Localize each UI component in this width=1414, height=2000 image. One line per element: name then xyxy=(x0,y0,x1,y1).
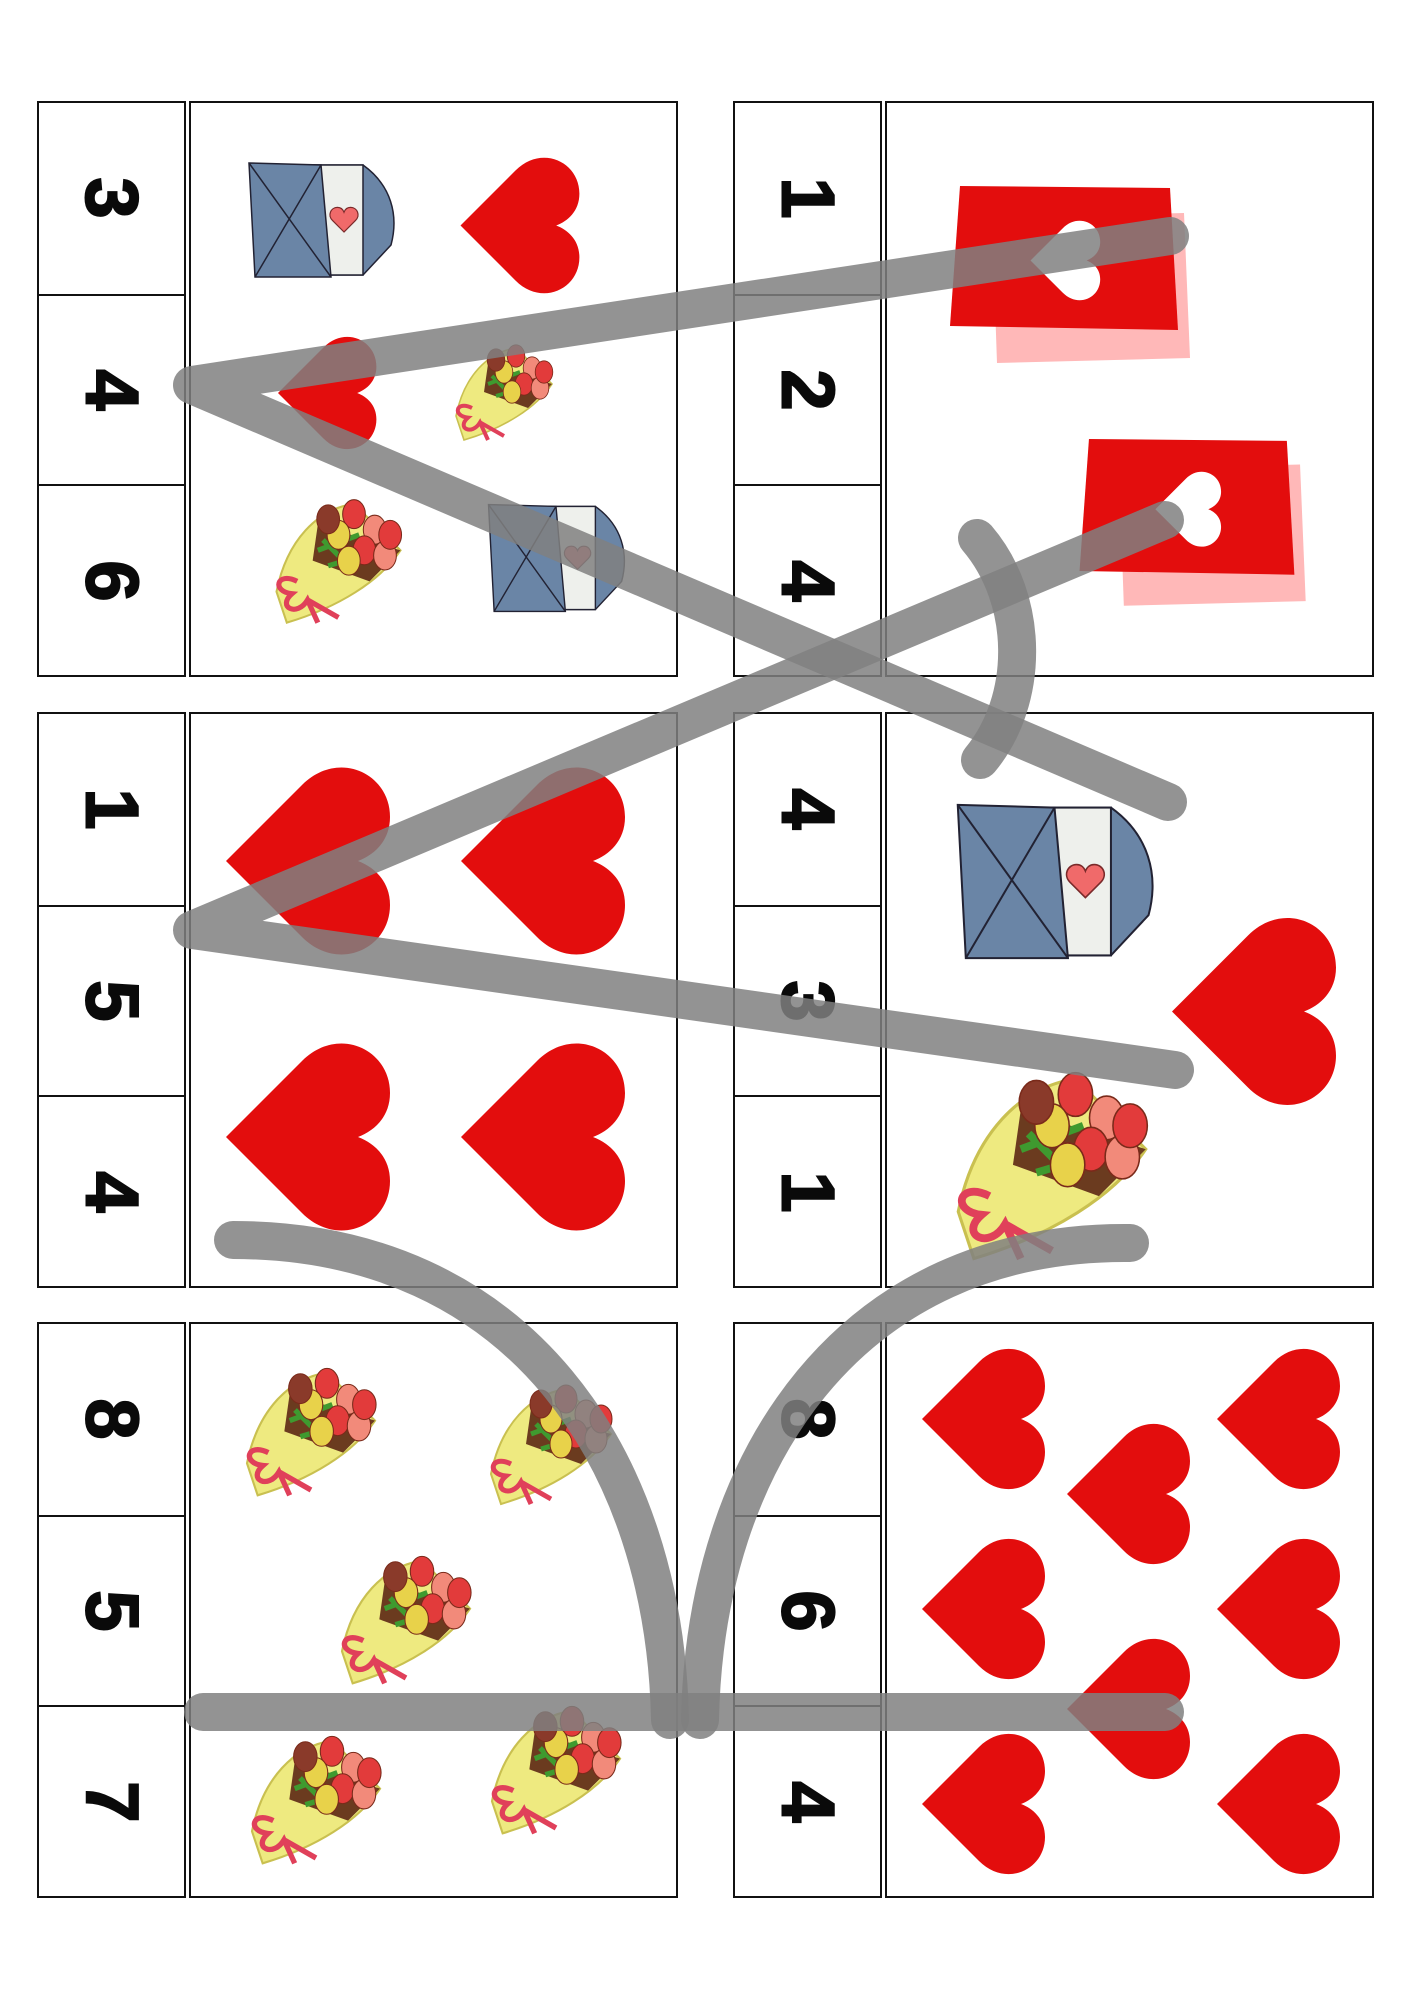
number-column: 1 2 4 xyxy=(733,101,882,677)
heart-icon xyxy=(1052,1419,1202,1569)
number-option[interactable]: 8 xyxy=(39,1324,184,1515)
card-middle-left: 1 5 4 xyxy=(37,712,678,1288)
number-label: 3 xyxy=(70,177,155,220)
number-label: 4 xyxy=(766,1780,851,1823)
heart-icon xyxy=(907,1729,1057,1879)
number-option[interactable]: 8 xyxy=(735,1324,880,1515)
number-option[interactable]: 5 xyxy=(39,904,184,1096)
number-label: 8 xyxy=(70,1398,155,1441)
picture-area xyxy=(189,712,678,1288)
number-option[interactable]: 3 xyxy=(39,103,184,294)
number-column: 8 6 4 xyxy=(733,1322,882,1898)
heart-icon xyxy=(1052,1634,1202,1784)
number-option[interactable]: 4 xyxy=(735,484,880,675)
number-label: 4 xyxy=(766,788,851,831)
number-option[interactable]: 4 xyxy=(735,1705,880,1896)
bouquet-icon xyxy=(461,1684,651,1844)
number-label: 4 xyxy=(70,368,155,411)
valentine-card-icon xyxy=(942,178,1202,368)
card-middle-right: 4 3 1 xyxy=(733,712,1374,1288)
heart-icon xyxy=(201,761,411,961)
bouquet-icon xyxy=(216,1346,406,1506)
heart-icon xyxy=(1202,1344,1352,1494)
number-column: 8 5 7 xyxy=(37,1322,186,1898)
picture-area xyxy=(885,712,1374,1288)
bouquet-icon xyxy=(461,1364,641,1514)
number-option[interactable]: 1 xyxy=(735,103,880,294)
picture-area xyxy=(189,1322,678,1898)
number-label: 3 xyxy=(766,979,851,1022)
number-option[interactable]: 3 xyxy=(735,904,880,1096)
picture-area xyxy=(189,101,678,677)
number-label: 4 xyxy=(766,559,851,602)
heart-icon xyxy=(1202,1729,1352,1879)
bouquet-icon xyxy=(927,1032,1177,1282)
number-label: 6 xyxy=(70,559,155,602)
number-option[interactable]: 6 xyxy=(735,1514,880,1706)
number-label: 1 xyxy=(766,1170,851,1213)
card-bottom-left: 8 5 7 xyxy=(37,1322,678,1898)
number-label: 5 xyxy=(70,979,155,1022)
number-label: 6 xyxy=(766,1589,851,1632)
number-label: 2 xyxy=(766,368,851,411)
number-label: 7 xyxy=(70,1780,155,1823)
number-label: 5 xyxy=(70,1589,155,1632)
number-column: 3 4 6 xyxy=(37,101,186,677)
bouquet-icon xyxy=(216,1714,416,1874)
card-top-right: 1 2 4 xyxy=(733,101,1374,677)
card-top-left: 3 4 6 xyxy=(37,101,678,677)
number-option[interactable]: 1 xyxy=(735,1095,880,1286)
valentine-card-icon xyxy=(1072,421,1317,621)
envelope-icon xyxy=(481,493,631,623)
number-option[interactable]: 4 xyxy=(735,714,880,905)
heart-icon xyxy=(1202,1534,1352,1684)
number-option[interactable]: 7 xyxy=(39,1705,184,1896)
envelope-icon xyxy=(947,774,1162,989)
heart-icon xyxy=(907,1534,1057,1684)
number-option[interactable]: 1 xyxy=(39,714,184,905)
envelope-icon xyxy=(241,155,401,285)
number-label: 1 xyxy=(70,788,155,831)
picture-area xyxy=(885,1322,1374,1898)
number-option[interactable]: 5 xyxy=(39,1514,184,1706)
card-bottom-right: 8 6 4 xyxy=(733,1322,1374,1898)
heart-icon xyxy=(261,333,391,453)
number-option[interactable]: 2 xyxy=(735,293,880,485)
number-label: 1 xyxy=(766,177,851,220)
bouquet-icon xyxy=(241,478,436,633)
number-option[interactable]: 4 xyxy=(39,1095,184,1286)
heart-icon xyxy=(907,1344,1057,1494)
number-option[interactable]: 6 xyxy=(39,484,184,675)
number-column: 4 3 1 xyxy=(733,712,882,1288)
heart-icon xyxy=(436,153,601,298)
bouquet-icon xyxy=(439,328,569,448)
number-option[interactable]: 4 xyxy=(39,293,184,485)
picture-area xyxy=(885,101,1374,677)
number-label: 8 xyxy=(766,1398,851,1441)
number-label: 4 xyxy=(70,1170,155,1213)
bouquet-icon xyxy=(316,1534,496,1694)
heart-icon xyxy=(436,1037,646,1237)
number-column: 1 5 4 xyxy=(37,712,186,1288)
heart-icon xyxy=(201,1037,411,1237)
heart-icon xyxy=(436,761,646,961)
